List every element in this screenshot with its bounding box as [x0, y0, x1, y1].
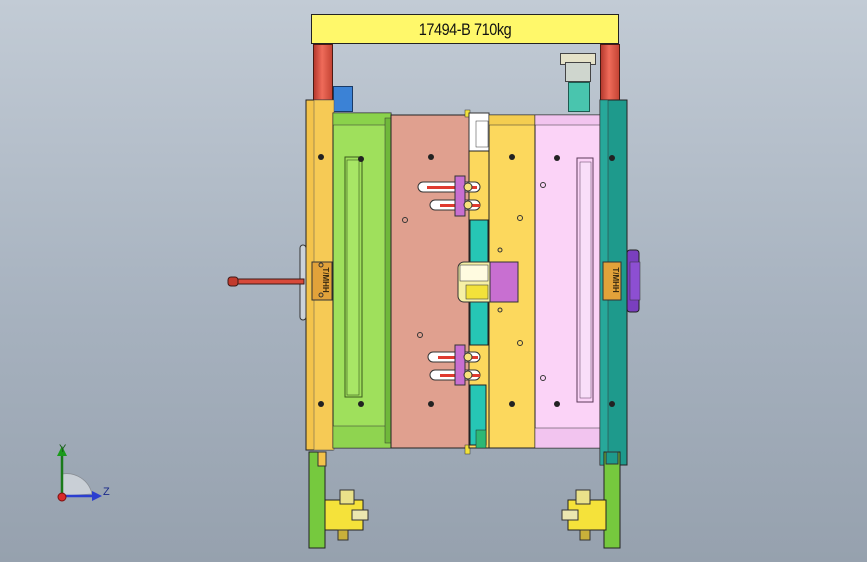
triad-y-label: Y: [59, 443, 67, 455]
plate-label-left: T/MHH: [321, 267, 330, 293]
plate-label-right: T/MHH: [611, 267, 620, 293]
sprue-bushing-icon: [233, 278, 305, 285]
hydraulic-cylinder-right: [561, 489, 607, 541]
lift-bar-label-box: 17494-B 710kg: [311, 14, 619, 44]
a-plate: [390, 114, 470, 449]
hydraulic-cylinder-left: [324, 489, 369, 541]
plate-label-tag-left: [311, 261, 333, 301]
fitting-body-right: [565, 62, 591, 82]
plate-label-tag-right: [602, 261, 622, 301]
triad-z-label: Z: [103, 486, 110, 498]
coordinate-triad-icon: [57, 446, 102, 502]
cooling-circuit-top: [417, 175, 481, 217]
coupling-right: [568, 82, 590, 112]
lift-bar-label: 17494-B 710kg: [418, 20, 512, 39]
water-connector-left: [333, 86, 353, 112]
cooling-circuit-bottom: [427, 344, 481, 386]
